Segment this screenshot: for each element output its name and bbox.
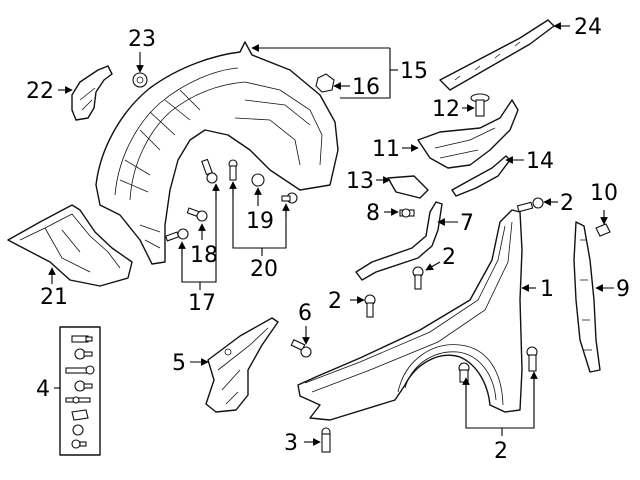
nut-19 [251,173,265,187]
clip-23 [132,72,148,88]
callout-22: 22 [26,79,54,104]
kit-bolt-2 [74,348,93,360]
bolt-2-bottom-left [458,362,470,383]
kit-clip [71,409,89,421]
fender-bracket [205,317,279,413]
block-13 [387,175,429,199]
bolt-8 [399,208,415,218]
clip-10 [595,223,611,237]
callout-19: 19 [246,209,274,234]
fender-support [355,201,443,281]
callout-21: 21 [40,285,68,310]
seal-24 [439,19,555,91]
callout-11: 11 [372,137,400,162]
callout-1: 1 [540,277,554,302]
callout-15: 15 [400,59,428,84]
callout-2-left: 2 [328,289,342,314]
callout-12: 12 [432,97,460,122]
screw-17 [164,228,189,242]
callout-8: 8 [366,201,380,226]
kit-bolt-4 [74,380,93,392]
leader-lines [48,22,614,446]
callout-6: 6 [298,301,312,326]
screw-18a [201,158,218,184]
stud-3 [321,427,331,453]
upper-bracket [417,99,519,169]
callout-20: 20 [250,257,278,282]
kit-bolt-1 [71,335,93,343]
kit-screw [71,439,87,449]
callout-18: 18 [190,243,218,268]
callout-labels: 1 2 2 2 2 3 4 5 6 7 8 9 10 11 12 13 14 1… [26,15,630,464]
bolt-2-top [516,197,544,213]
callout-2-mid: 2 [442,245,456,270]
liner-bracket [71,65,113,121]
callout-17: 17 [188,291,216,316]
kit-bolt-3 [65,365,95,375]
callout-5: 5 [172,351,186,376]
fender-panel [297,209,523,421]
bolt-2-bottom-right [526,346,538,372]
callout-2-bottom: 2 [494,439,508,464]
kit-nut [72,424,84,436]
side-seal [573,221,601,373]
fender-liner [95,41,339,265]
bolt-2-left [364,294,376,318]
callout-13: 13 [346,169,374,194]
hardware-kit [59,326,101,456]
callout-16: 16 [352,75,380,100]
screw-18b [186,207,208,222]
callout-14: 14 [526,149,554,174]
screw-20b [281,192,298,204]
kit-pin [65,396,91,404]
bolt-12 [470,93,490,117]
callout-3: 3 [284,431,298,456]
callout-7: 7 [460,211,474,236]
bolt-6 [290,339,312,358]
callout-4: 4 [36,377,50,402]
bolt-2-mid [412,266,424,290]
callout-2-top: 2 [560,191,574,216]
callout-9: 9 [616,277,630,302]
nut-16 [315,73,335,93]
splash-shield [7,204,133,287]
callout-23: 23 [128,27,156,52]
callout-10: 10 [590,181,618,206]
screw-20 [228,159,238,181]
callout-24: 24 [574,15,602,40]
